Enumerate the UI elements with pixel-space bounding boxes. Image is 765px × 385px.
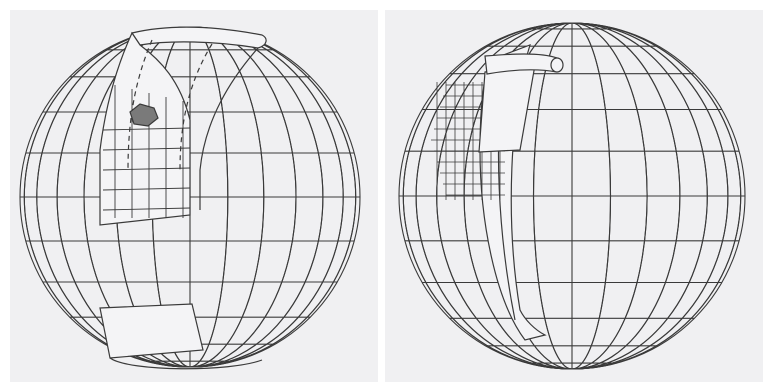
right-panel: [385, 0, 765, 385]
right-globe-diagram: [385, 0, 765, 385]
left-globe-diagram: [0, 0, 380, 385]
right-roll-end: [551, 58, 563, 72]
left-panel: [0, 0, 380, 385]
left-band-bottom-sheet: [100, 304, 203, 358]
right-globe: [399, 23, 745, 369]
